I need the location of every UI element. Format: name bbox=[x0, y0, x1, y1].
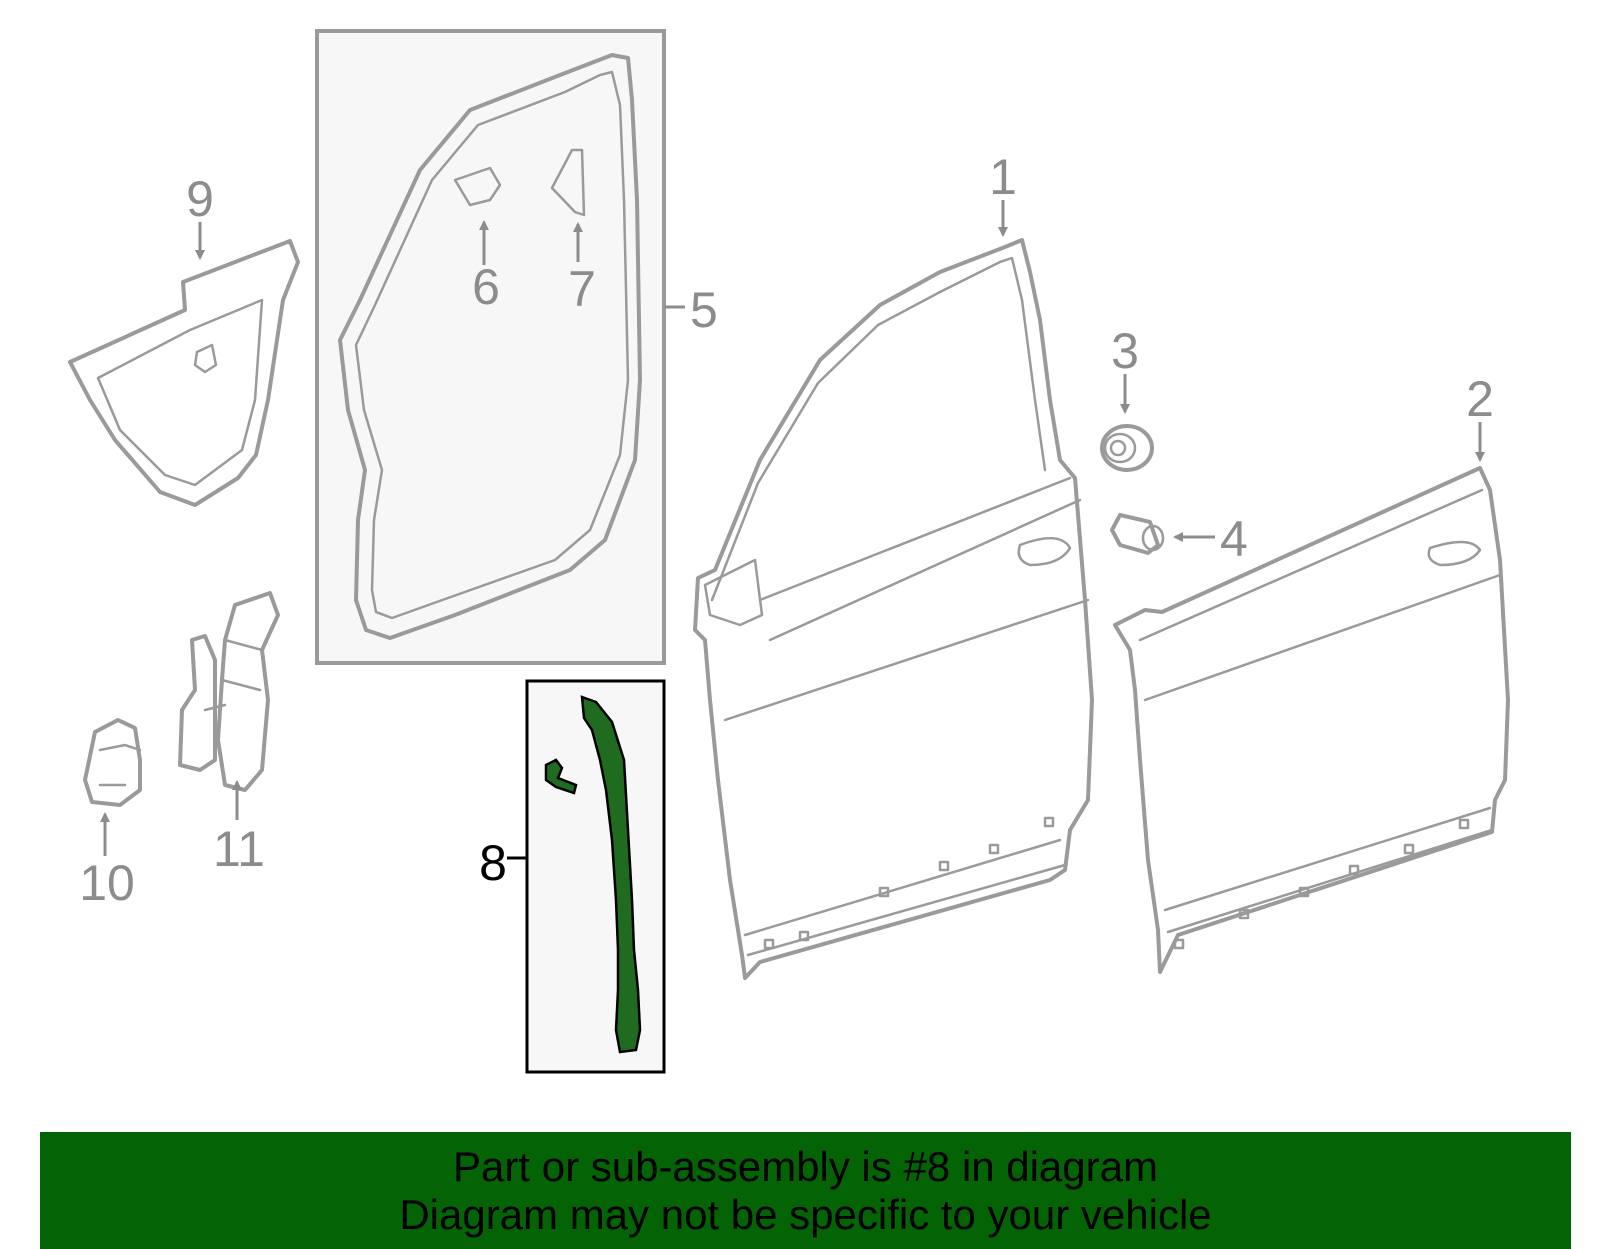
part-10-door-check bbox=[83, 718, 142, 807]
part-8-clip bbox=[544, 758, 578, 795]
banner-line-1: Part or sub-assembly is #8 in diagram bbox=[453, 1142, 1158, 1190]
callout-8: 8 bbox=[479, 835, 507, 891]
part-5-weatherstrip-inset bbox=[315, 29, 666, 665]
part-1-front-door bbox=[693, 238, 1094, 980]
part-2-rear-door bbox=[1113, 466, 1510, 974]
banner-line-2: Diagram may not be specific to your vehi… bbox=[399, 1190, 1212, 1238]
part-8-seal-inset bbox=[525, 679, 666, 1074]
callout-7: 7 bbox=[568, 261, 596, 317]
part-4-plug bbox=[1110, 513, 1165, 555]
callout-1: 1 bbox=[989, 149, 1017, 205]
callout-5: 5 bbox=[690, 282, 718, 338]
callout-2: 2 bbox=[1466, 371, 1494, 427]
part-8-seal bbox=[580, 695, 642, 1054]
callout-11: 11 bbox=[213, 821, 265, 877]
callout-6: 6 bbox=[472, 259, 500, 315]
callout-10: 10 bbox=[79, 855, 135, 911]
part-11-hinge bbox=[178, 591, 280, 792]
callout-4: 4 bbox=[1220, 511, 1248, 567]
callout-labels: 1 2 3 4 5 6 7 8 9 10 11 bbox=[79, 149, 1494, 911]
part-3-grommet bbox=[1100, 424, 1154, 472]
info-banner: Part or sub-assembly is #8 in diagram Di… bbox=[40, 1132, 1571, 1249]
part-9-door-lining bbox=[68, 239, 300, 507]
callout-9: 9 bbox=[186, 171, 214, 227]
callout-3: 3 bbox=[1111, 323, 1139, 379]
callout-leaders bbox=[100, 200, 1485, 860]
